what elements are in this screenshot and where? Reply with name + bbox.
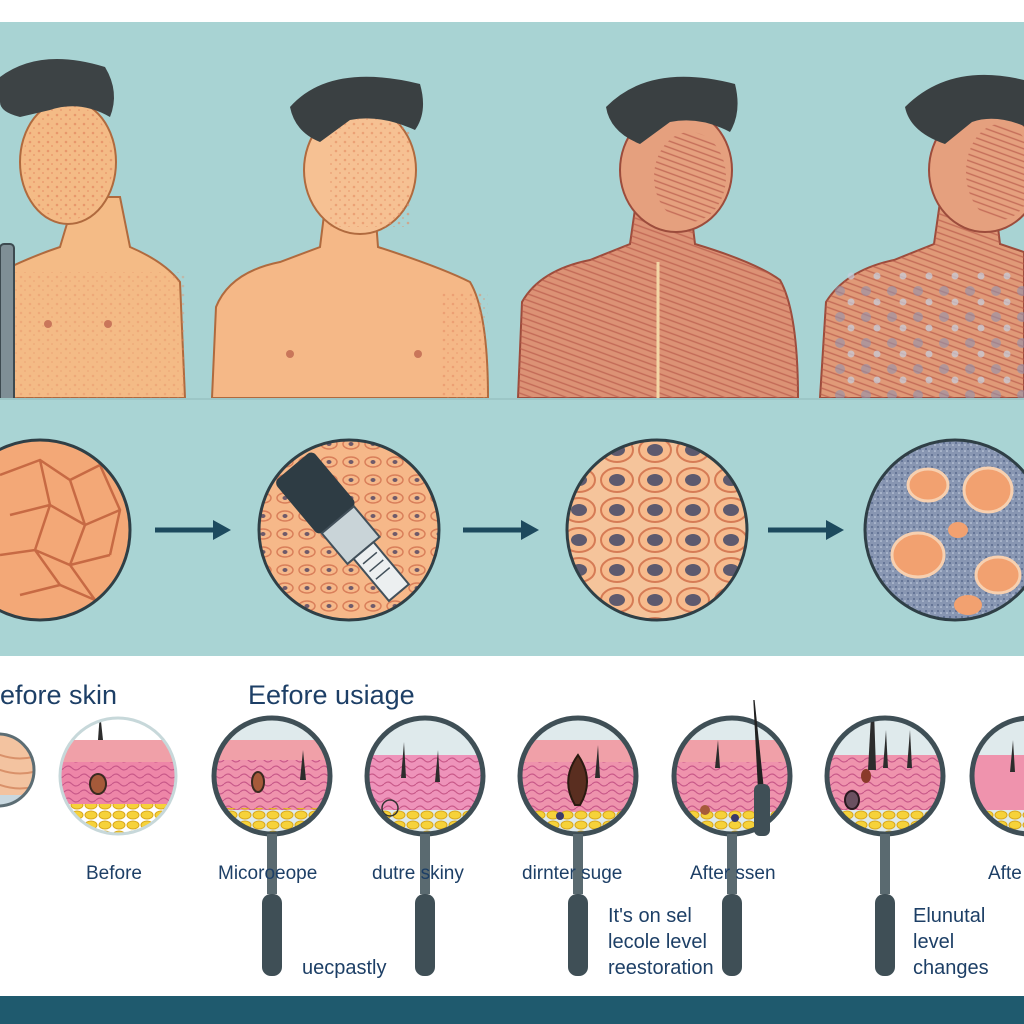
note-left: uecpastly <box>302 957 387 979</box>
note-center-line: It's on sel <box>608 905 692 927</box>
caption-after: After ssen <box>690 863 776 884</box>
caption-during: dutre skiny <box>372 863 464 884</box>
caption-before: Before <box>86 863 142 884</box>
caption-during-usage: dirnter suge <box>522 863 623 884</box>
note-center: It's on sel lecole level reestoration <box>608 903 728 981</box>
magnifier-icon <box>517 715 639 976</box>
magnifier-row <box>0 700 1024 976</box>
note-center-line: lecole level <box>608 931 707 953</box>
arrow-right-icon <box>768 520 844 540</box>
torso-figure-icon <box>210 76 490 398</box>
magnifier-icon <box>671 700 793 976</box>
caption-microscope: Micoroeope <box>218 863 318 884</box>
torso-figure-icon <box>516 76 800 398</box>
torso-figure-icon <box>818 74 1024 398</box>
note-right-line: Elunutal <box>913 905 986 927</box>
footer-bar <box>0 996 1024 1024</box>
magnifier-icon <box>364 715 486 976</box>
arrow-right-icon <box>463 520 539 540</box>
note-right-line: changes <box>913 957 989 979</box>
torso-figures <box>0 59 1024 398</box>
torso-figure-icon <box>0 59 187 398</box>
note-center-line: reestoration <box>608 957 714 979</box>
section-heading-left: efore skin <box>0 680 118 710</box>
caption-after-2: Afte <box>988 863 1022 884</box>
note-right: Elunutal level changes <box>913 903 1018 981</box>
note-right-line: level <box>913 931 955 953</box>
magnifier-icon <box>211 715 333 976</box>
magnifier-icon <box>969 715 1024 837</box>
magnifier-icon <box>824 715 946 976</box>
section-heading-center: Eefore usiage <box>248 680 415 710</box>
skin-cell-icon <box>863 438 1024 622</box>
skin-cell-icon <box>0 438 132 622</box>
skin-cell-icon <box>565 438 749 622</box>
magnifier-icon <box>58 716 178 836</box>
arrow-right-icon <box>155 520 231 540</box>
magnifier-icon <box>0 732 36 808</box>
skin-cell-icon <box>257 438 441 622</box>
